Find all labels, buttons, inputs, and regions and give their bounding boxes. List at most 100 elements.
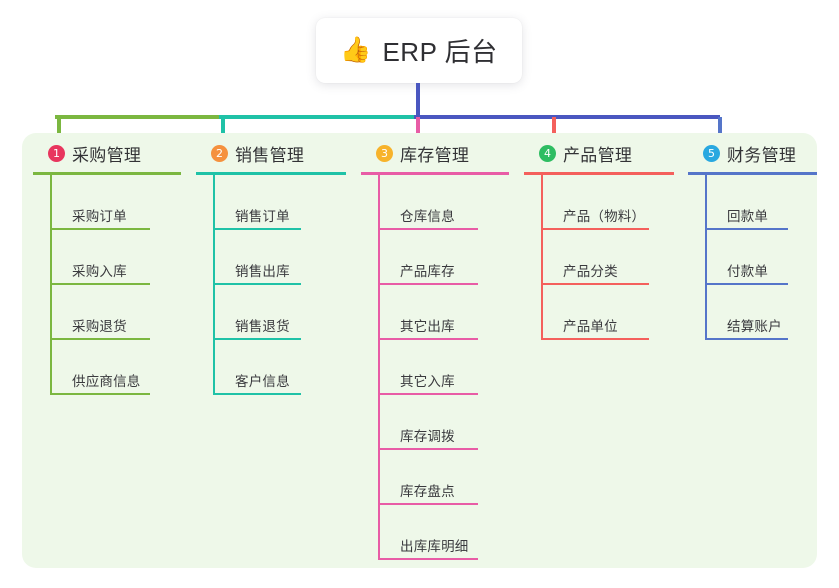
- module-item[interactable]: 销售订单: [213, 175, 346, 230]
- module-item-underline: [50, 393, 150, 395]
- thumbs-up-icon: 👍: [340, 36, 372, 64]
- module-header-1[interactable]: 1 采购管理: [33, 140, 181, 166]
- root-node-erp-backend[interactable]: 👍 ERP 后台: [316, 18, 522, 83]
- module-underline-4: [524, 172, 674, 175]
- module-item-label: 结算账户: [727, 319, 782, 334]
- module-title-1: 采购管理: [72, 145, 142, 165]
- module-branch-4: 产品（物料） 产品分类产品单位: [541, 175, 674, 340]
- module-item[interactable]: 回款单: [705, 175, 817, 230]
- module-item-underline: [213, 338, 301, 340]
- module-item-label: 付款单: [727, 264, 769, 279]
- module-item-underline: [541, 338, 649, 340]
- module-underline-5: [688, 172, 817, 175]
- root-node-title: ERP 后台: [382, 37, 498, 67]
- module-item-underline: [378, 283, 478, 285]
- branch-drop-4: [552, 117, 556, 143]
- modules-panel: [22, 133, 817, 568]
- module-item-underline: [541, 228, 649, 230]
- module-item-underline: [50, 283, 150, 285]
- module-item[interactable]: 产品库存: [378, 230, 509, 285]
- module-item-label: 销售退货: [235, 319, 290, 334]
- module-badge-5: 5: [703, 144, 720, 162]
- module-branch-3: 仓库信息产品库存其它出库其它入库库存调拨库存盘点出库库明细: [378, 175, 509, 560]
- module-title-2: 销售管理: [235, 145, 305, 165]
- module-item-underline: [705, 338, 788, 340]
- module-item-underline: [378, 393, 478, 395]
- module-item-label: 其它出库: [400, 319, 455, 334]
- module-item[interactable]: 出库库明细: [378, 505, 509, 560]
- branch-drop-3: [416, 117, 420, 143]
- branch-spine-2: [213, 175, 215, 395]
- module-badge-1: 1: [48, 144, 65, 162]
- module-badge-3: 3: [376, 144, 393, 162]
- module-column-1: 1 采购管理采购订单采购入库采购退货供应商信息: [33, 140, 181, 395]
- module-item-label: 产品单位: [563, 319, 618, 334]
- module-underline-1: [33, 172, 181, 175]
- trunk-segment-3: [414, 115, 720, 119]
- module-item-label: 其它入库: [400, 374, 455, 389]
- module-underline-2: [196, 172, 346, 175]
- module-item[interactable]: 销售出库: [213, 230, 346, 285]
- module-header-5[interactable]: 5 财务管理: [688, 140, 817, 166]
- module-item[interactable]: 其它入库: [378, 340, 509, 395]
- module-item-underline: [705, 283, 788, 285]
- module-header-2[interactable]: 2 销售管理: [196, 140, 346, 166]
- module-column-2: 2 销售管理销售订单销售出库销售退货客户信息: [196, 140, 346, 395]
- module-badge-4: 4: [539, 144, 556, 162]
- module-item[interactable]: 销售退货: [213, 285, 346, 340]
- module-item-label: 销售出库: [235, 264, 290, 279]
- module-branch-5: 回款单付款单结算账户: [705, 175, 817, 340]
- module-item[interactable]: 客户信息: [213, 340, 346, 395]
- branch-spine-3: [378, 175, 380, 560]
- module-column-5: 5 财务管理回款单付款单结算账户: [688, 140, 817, 340]
- module-item-underline: [213, 393, 301, 395]
- branch-spine-4: [541, 175, 543, 340]
- module-item-underline: [378, 558, 478, 560]
- module-item-underline: [50, 338, 150, 340]
- module-item-label: 产品分类: [563, 264, 618, 279]
- module-item-label: 库存盘点: [400, 484, 455, 499]
- branch-spine-5: [705, 175, 707, 340]
- module-item[interactable]: 仓库信息: [378, 175, 509, 230]
- module-item[interactable]: 付款单: [705, 230, 817, 285]
- module-title-5: 财务管理: [727, 145, 797, 165]
- trunk-segment-1: [55, 115, 223, 119]
- module-item-label: 仓库信息: [400, 209, 455, 224]
- module-item[interactable]: 采购订单: [50, 175, 181, 230]
- module-item[interactable]: 其它出库: [378, 285, 509, 340]
- module-underline-3: [361, 172, 509, 175]
- branch-spine-1: [50, 175, 52, 395]
- module-item[interactable]: 采购退货: [50, 285, 181, 340]
- branch-drop-2: [221, 117, 225, 143]
- branch-drop-1: [57, 117, 61, 143]
- module-item-underline: [705, 228, 788, 230]
- module-item-underline: [378, 503, 478, 505]
- module-item-label: 产品库存: [400, 264, 455, 279]
- module-item[interactable]: 库存调拨: [378, 395, 509, 450]
- module-item-label: 客户信息: [235, 374, 290, 389]
- module-item[interactable]: 供应商信息: [50, 340, 181, 395]
- module-item-label: 回款单: [727, 209, 769, 224]
- module-item-underline: [378, 448, 478, 450]
- module-item[interactable]: 产品分类: [541, 230, 674, 285]
- module-branch-1: 采购订单采购入库采购退货供应商信息: [50, 175, 181, 395]
- module-item-label: 库存调拨: [400, 429, 455, 444]
- module-item-label: 采购入库: [72, 264, 127, 279]
- module-item-underline: [50, 228, 150, 230]
- module-item-underline: [378, 228, 478, 230]
- module-badge-2: 2: [211, 144, 228, 162]
- module-item[interactable]: 库存盘点: [378, 450, 509, 505]
- module-item-label: 采购退货: [72, 319, 127, 334]
- module-item[interactable]: 结算账户: [705, 285, 817, 340]
- module-item[interactable]: 采购入库: [50, 230, 181, 285]
- module-item-label: 出库库明细: [400, 539, 469, 554]
- module-item-label: 产品（物料）: [563, 209, 646, 224]
- module-branch-2: 销售订单销售出库销售退货客户信息: [213, 175, 346, 395]
- module-item-underline: [541, 283, 649, 285]
- module-item[interactable]: 产品（物料）: [541, 175, 674, 230]
- module-item[interactable]: 产品单位: [541, 285, 674, 340]
